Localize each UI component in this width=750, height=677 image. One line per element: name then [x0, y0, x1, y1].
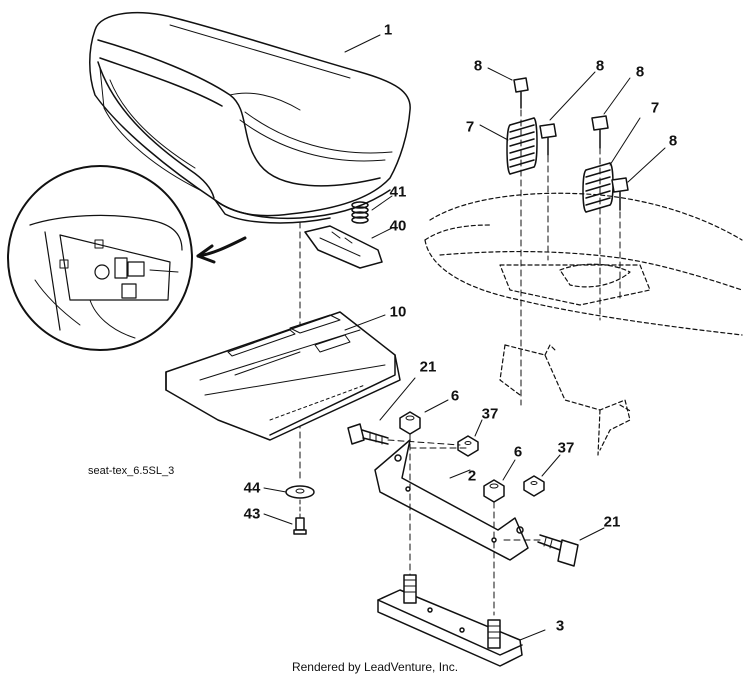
callout-bolt-c: 8: [635, 63, 645, 81]
detail-arrow: [196, 236, 247, 258]
callout-bolt-b: 8: [595, 57, 605, 75]
fender-drawing: [424, 192, 743, 456]
callout-spring-right: 7: [650, 99, 660, 117]
spring-left-drawing: [506, 117, 538, 175]
hinge-bracket-drawing: [374, 439, 529, 561]
callout-bolt-d: 8: [668, 132, 678, 150]
switch-spring-drawing: [351, 201, 369, 224]
callout-seat-pan: 10: [389, 303, 407, 321]
diagram-caption: seat-tex_6.5SL_3: [88, 465, 175, 477]
callout-switch-spring: 41: [389, 183, 407, 201]
flange-nuts-drawing: [399, 411, 505, 503]
callout-flange-nut-right: 6: [513, 443, 523, 461]
seat-drawing: [89, 11, 411, 224]
callout-bolt-a: 8: [473, 57, 483, 75]
washer-drawing: [285, 485, 315, 499]
callout-screw: 43: [243, 505, 261, 523]
switch-detail-view: [7, 165, 193, 351]
callout-washer: 44: [243, 479, 261, 497]
shoulder-bolt-left-drawing: [347, 423, 389, 445]
footer-credit: Rendered by LeadVenture, Inc.: [291, 660, 459, 674]
callout-shoulder-bolt-left: 21: [419, 358, 437, 376]
callout-flange-nut-left: 6: [450, 387, 460, 405]
callout-lock-nut-left: 37: [481, 405, 499, 423]
callout-shoulder-bolt-right: 21: [603, 513, 621, 531]
screw-drawing: [293, 499, 307, 535]
switch-plate-drawing: [304, 225, 383, 269]
callout-base-plate: 3: [555, 617, 565, 635]
callout-switch-plate: 40: [389, 217, 407, 235]
base-plate-drawing: [377, 574, 523, 667]
bolts-8-drawing: [513, 77, 629, 211]
callout-hinge-bracket: 2: [467, 467, 477, 485]
callout-seat: 1: [383, 21, 393, 39]
shoulder-bolt-right-drawing: [537, 534, 579, 567]
callout-lock-nut-right: 37: [557, 439, 575, 457]
seat-pan-drawing: [165, 311, 401, 441]
callout-spring-left: 7: [465, 118, 475, 136]
lock-nuts-drawing: [457, 435, 545, 497]
spring-right-drawing: [582, 162, 614, 213]
